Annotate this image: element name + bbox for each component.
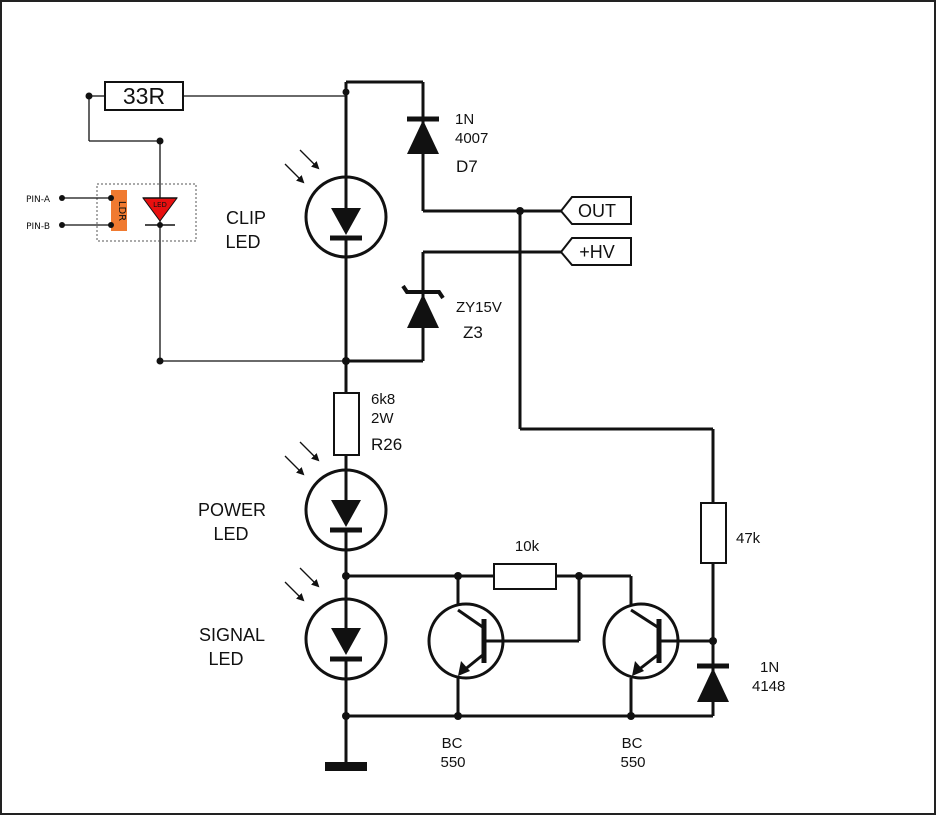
- r26-label-2: 2W: [371, 410, 394, 427]
- signal-led-label-2: LED: [208, 649, 243, 669]
- d7-label-2: 4007: [455, 130, 488, 147]
- junction-dot: [342, 572, 350, 580]
- pin-b-dot: [59, 222, 65, 228]
- resistor-33r-label: 33R: [123, 83, 165, 109]
- d4148-label-1: 1N: [760, 659, 779, 676]
- transistor-q2: [602, 602, 680, 680]
- resistor-33r: 33R: [104, 81, 184, 111]
- resistor-10k: [493, 563, 557, 590]
- r10k-label: 10k: [515, 538, 540, 555]
- out-connector: OUT: [559, 196, 632, 225]
- pin-a-dot: [59, 195, 65, 201]
- resistor-r26: [333, 392, 360, 456]
- junction-dot: [454, 712, 462, 720]
- hv-connector: +HV: [559, 237, 632, 266]
- clip-led: [284, 149, 388, 259]
- junction-dot: [156, 137, 164, 145]
- power-led-label-1: POWER: [198, 500, 266, 520]
- z3-ref: Z3: [463, 323, 483, 342]
- diode-d7: [407, 82, 561, 213]
- diode-1n4148: [697, 663, 729, 702]
- r26-label-1: 6k8: [371, 391, 395, 408]
- transistor-q1: [427, 602, 505, 680]
- q2-label-2: 550: [620, 754, 645, 771]
- junction-dot: [157, 222, 163, 228]
- q1-label-1: BC: [442, 735, 463, 752]
- clip-led-label-1: CLIP: [226, 208, 266, 228]
- ground-symbol: [325, 762, 367, 771]
- d4148-label-2: 4148: [752, 678, 785, 695]
- junction-dot: [709, 637, 717, 645]
- opto-led-label: LED: [153, 201, 167, 209]
- junction-dot: [108, 195, 114, 201]
- q2-label-1: BC: [622, 735, 643, 752]
- q1-label-2: 550: [440, 754, 465, 771]
- optocoupler: LDR LED: [62, 183, 197, 242]
- zener-z3: [346, 250, 561, 363]
- power-led: [284, 441, 388, 552]
- signal-led: [284, 567, 388, 681]
- junction-dot: [156, 357, 164, 365]
- wires-top-loop: [88, 95, 346, 362]
- junction-dot: [342, 88, 350, 96]
- junction-dot: [85, 92, 93, 100]
- out-label: OUT: [578, 201, 616, 221]
- z3-label-1: ZY15V: [456, 299, 502, 316]
- resistor-47k: [700, 502, 727, 564]
- hv-label: +HV: [579, 242, 615, 262]
- clip-led-label-2: LED: [225, 232, 260, 252]
- junction-dot: [108, 222, 114, 228]
- ldr-label: LDR: [116, 201, 127, 221]
- d7-ref: D7: [456, 157, 478, 176]
- pin-a-label: PIN-A: [26, 195, 51, 205]
- signal-led-label-1: SIGNAL: [199, 625, 265, 645]
- r47k-label: 47k: [736, 530, 761, 547]
- junction-dot: [575, 572, 583, 580]
- junction-dot: [342, 712, 350, 720]
- junction-dot: [627, 712, 635, 720]
- d7-label-1: 1N: [455, 111, 474, 128]
- power-led-label-2: LED: [213, 524, 248, 544]
- junction-dot: [454, 572, 462, 580]
- r26-ref: R26: [371, 435, 402, 454]
- pin-b-label: PIN-B: [26, 222, 50, 232]
